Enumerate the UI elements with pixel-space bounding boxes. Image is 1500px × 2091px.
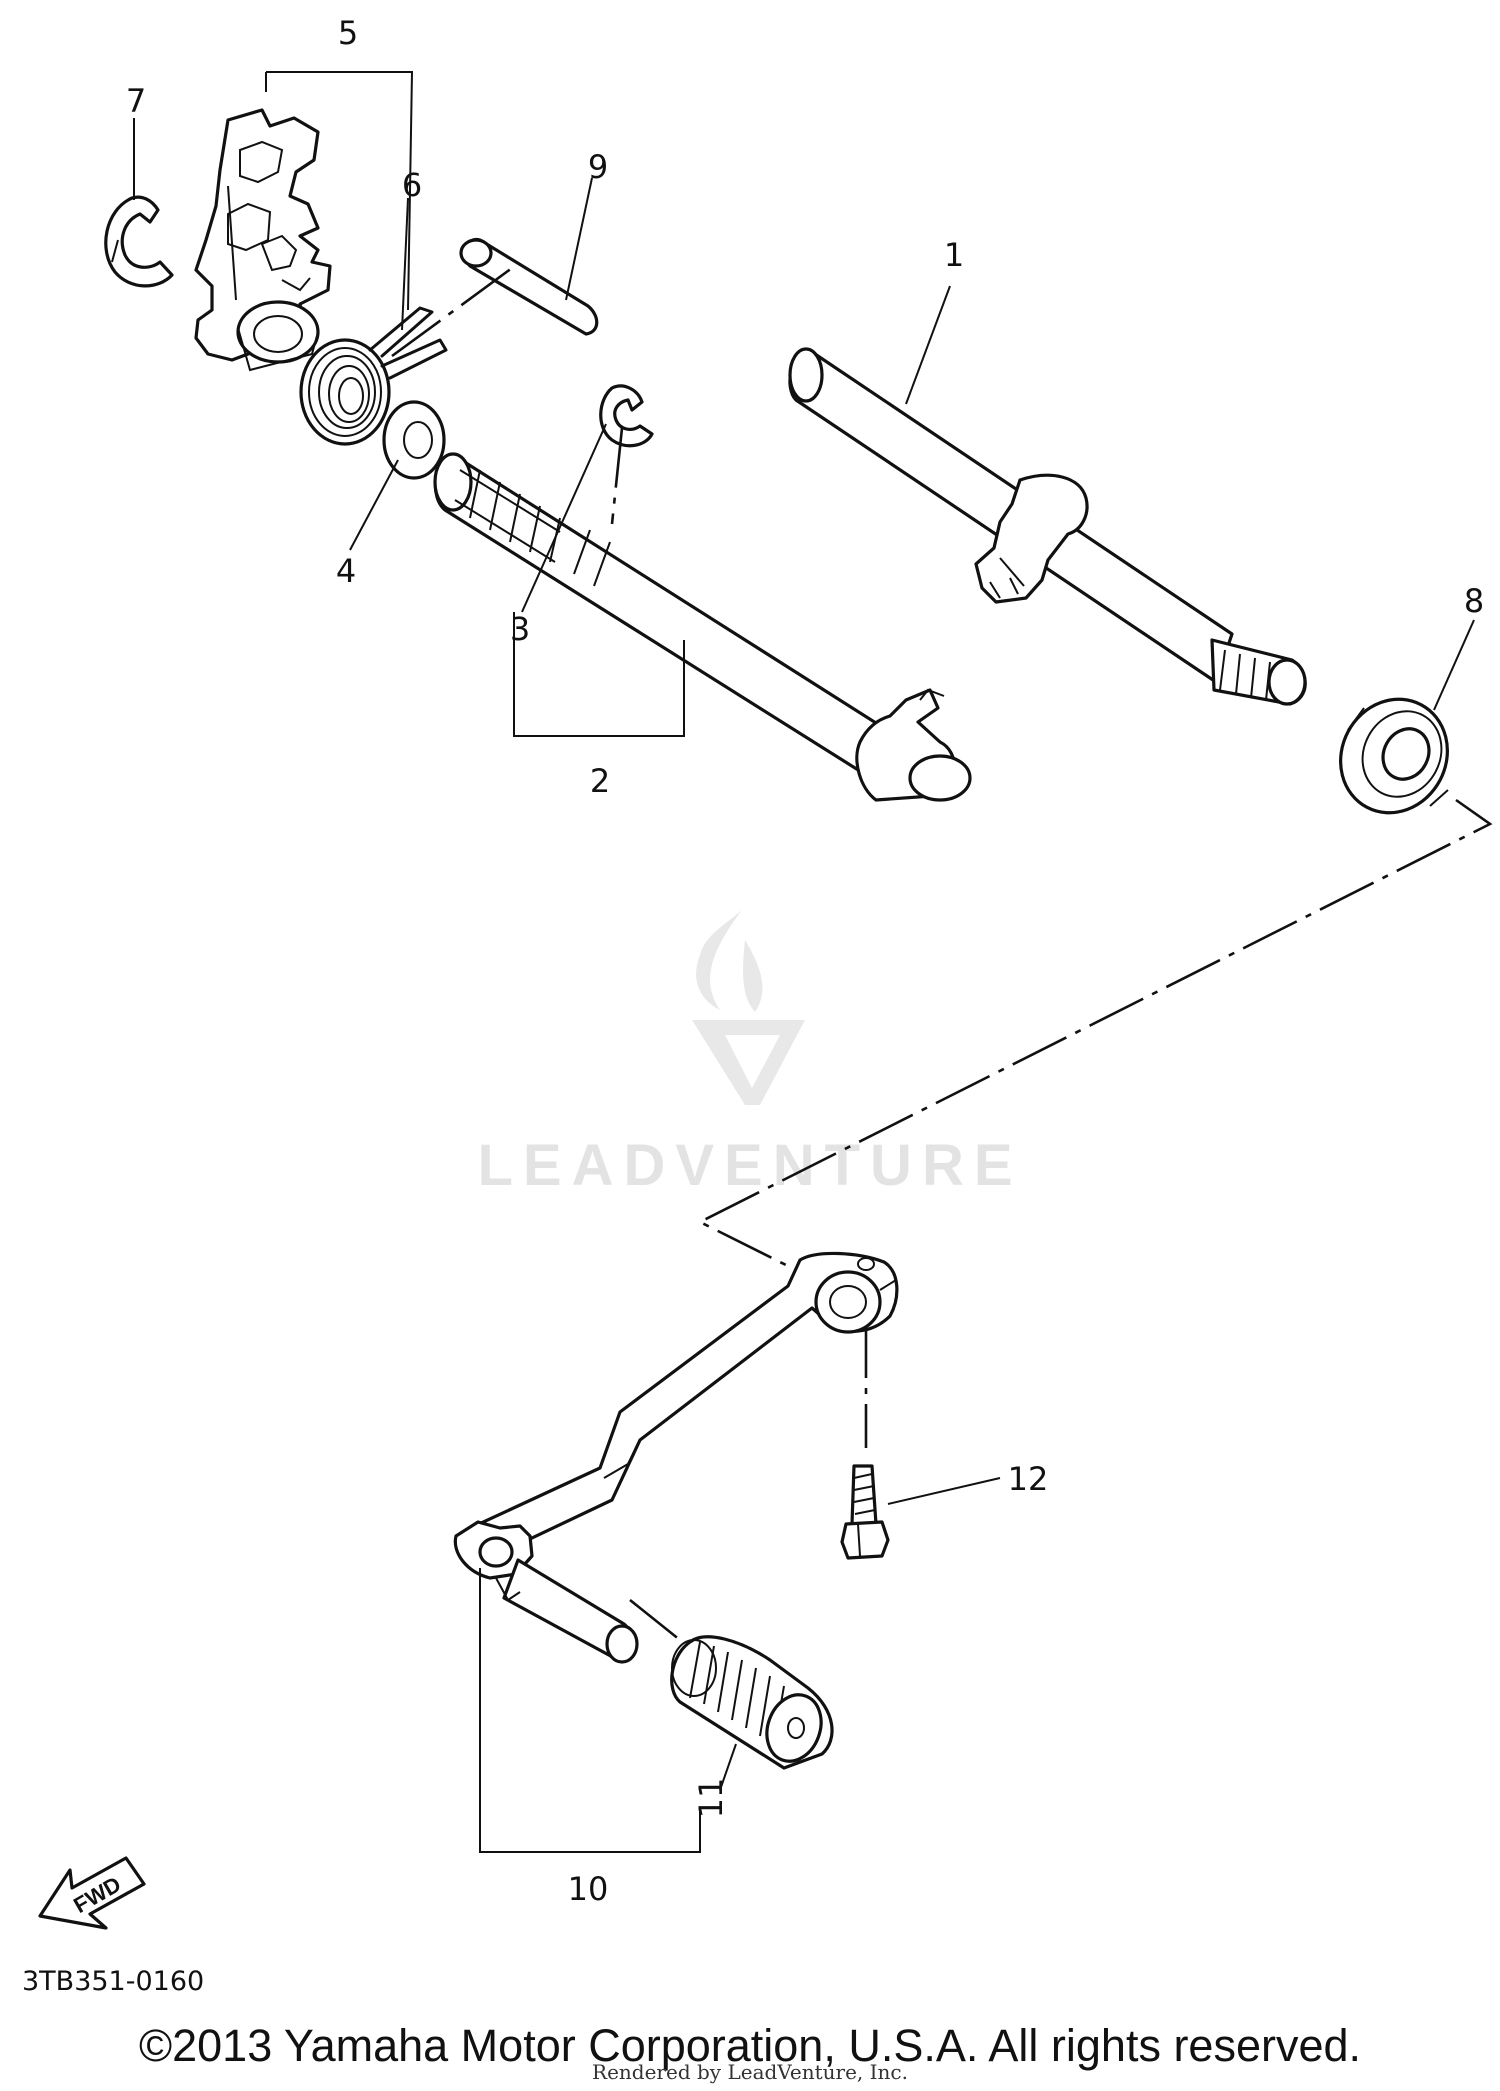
part-2-shift-shaft [433, 452, 972, 802]
leader-lines [133, 71, 1475, 1853]
rendered-by-notice: Rendered by LeadVenture, Inc. [592, 2060, 908, 2084]
callout-8: 8 [1464, 582, 1484, 620]
callout-9: 9 [588, 148, 608, 186]
fwd-arrow-icon: FWD [38, 1856, 146, 1930]
centerline-pin-spring [391, 266, 513, 358]
centerline-lever-seal [697, 798, 1493, 1272]
part-11-pedal-rubber [670, 1635, 834, 1770]
callout-1: 1 [944, 236, 964, 274]
part-4-washer [382, 400, 446, 480]
leadventure-watermark-logo [692, 910, 805, 1105]
callout-6: 6 [402, 166, 422, 204]
part-10-shift-pedal [453, 1251, 899, 1664]
part-12-bolt [840, 1464, 890, 1560]
callout-3: 3 [510, 610, 530, 648]
copyright-notice: ©2013 Yamaha Motor Corporation, U.S.A. A… [138, 2020, 1362, 2071]
part-9-pin [459, 237, 599, 336]
part-6-spring [299, 306, 448, 446]
callout-2: 2 [590, 762, 610, 800]
centerline-circlip-shaft [610, 427, 624, 525]
callout-10: 10 [568, 1870, 609, 1908]
part-7-circlip [104, 195, 174, 288]
callout-5: 5 [338, 14, 358, 52]
callout-7: 7 [126, 82, 146, 120]
part-5-shift-lever [194, 108, 332, 372]
part-3-circlip [599, 384, 654, 448]
part-1-shift-shaft [788, 347, 1307, 706]
callout-12: 12 [1008, 1460, 1049, 1498]
part-8-oil-seal [1339, 697, 1449, 815]
callout-4: 4 [336, 552, 356, 590]
callout-11: 11 [692, 1778, 730, 1819]
centerline-pedal-rubber [629, 1598, 681, 1642]
watermark-text: LEADVENTURE [477, 1133, 1022, 1198]
diagram-code: 3TB351-0160 [22, 1966, 205, 1997]
